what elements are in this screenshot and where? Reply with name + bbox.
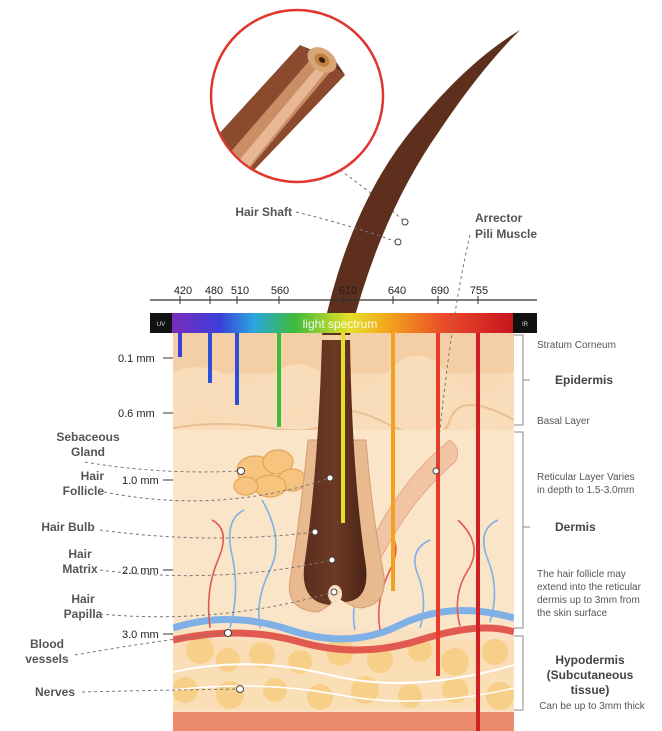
label-blood-1: Blood — [30, 637, 64, 651]
label-arrector-2: Pili Muscle — [475, 227, 537, 241]
reticular-note-1: Reticular Layer Varies — [537, 472, 635, 483]
wavelength-610: 610 — [339, 285, 357, 297]
bar-755 — [476, 333, 480, 731]
epidermis-label: Epidermis — [555, 373, 613, 387]
label-matrix-1: Hair — [68, 547, 92, 561]
stratum-corneum-label: Stratum Corneum — [537, 340, 616, 351]
wavelength-420: 420 — [174, 285, 192, 297]
label-arrector-1: Arrector — [475, 211, 523, 225]
bar-480 — [208, 333, 212, 383]
hair-shaft-zoom-circle — [195, 10, 383, 190]
depth-1-0mm: 1.0 mm — [122, 475, 159, 487]
bar-420 — [178, 333, 182, 357]
ir-label: IR — [522, 322, 529, 328]
label-matrix-2: Matrix — [62, 562, 98, 576]
wavelength-510: 510 — [231, 285, 249, 297]
spectrum-bar-label: light spectrum — [303, 317, 378, 331]
wavelength-560: 560 — [271, 285, 289, 297]
layer-descriptions: Stratum Corneum Epidermis Basal Layer Re… — [537, 340, 646, 712]
wavelength-640: 640 — [388, 285, 406, 297]
bar-640 — [391, 333, 395, 591]
label-papilla-2: Papilla — [64, 607, 103, 621]
bar-610 — [341, 333, 345, 523]
hypodermis-label-3: tissue) — [571, 683, 610, 697]
label-hair-bulb: Hair Bulb — [41, 520, 94, 534]
depth-3-0mm: 3.0 mm — [122, 629, 159, 641]
basal-layer-label: Basal Layer — [537, 416, 590, 427]
follicle-note-2: extend into the reticular — [537, 582, 642, 593]
label-follicle-1: Hair — [81, 469, 105, 483]
uv-label: UV — [157, 322, 165, 328]
reticular-note-2: in depth to 1.5-3.0mm — [537, 485, 634, 496]
depth-scale: 0.1 mm 0.6 mm 1.0 mm 2.0 mm 3.0 mm — [118, 353, 173, 641]
wavelength-755: 755 — [470, 285, 488, 297]
depth-2-0mm: 2.0 mm — [122, 565, 159, 577]
depth-0-1mm: 0.1 mm — [118, 353, 155, 365]
bar-510 — [235, 333, 239, 405]
label-follicle-2: Follicle — [63, 484, 105, 498]
follicle-note-4: the skin surface — [537, 608, 607, 619]
hypodermis-note: Can be up to 3mm thick — [539, 701, 646, 712]
label-sebaceous-1: Sebaceous — [56, 430, 120, 444]
follicle-note-1: The hair follicle may — [537, 569, 626, 580]
label-hair-shaft: Hair Shaft — [235, 205, 292, 219]
wavelength-690: 690 — [431, 285, 449, 297]
hypodermis-label-2: (Subcutaneous — [547, 668, 634, 682]
bar-560 — [277, 333, 281, 427]
follicle-note-3: dermis up to 3mm from — [537, 595, 640, 606]
label-sebaceous-2: Gland — [71, 445, 105, 459]
label-blood-2: vessels — [25, 652, 69, 666]
hypodermis-label-1: Hypodermis — [555, 653, 625, 667]
label-papilla-1: Hair — [71, 592, 95, 606]
layer-brackets — [514, 335, 530, 710]
wavelength-480: 480 — [205, 285, 223, 297]
label-nerves: Nerves — [35, 685, 75, 699]
depth-0-6mm: 0.6 mm — [118, 408, 155, 420]
dermis-label: Dermis — [555, 520, 596, 534]
bar-690 — [436, 333, 440, 676]
